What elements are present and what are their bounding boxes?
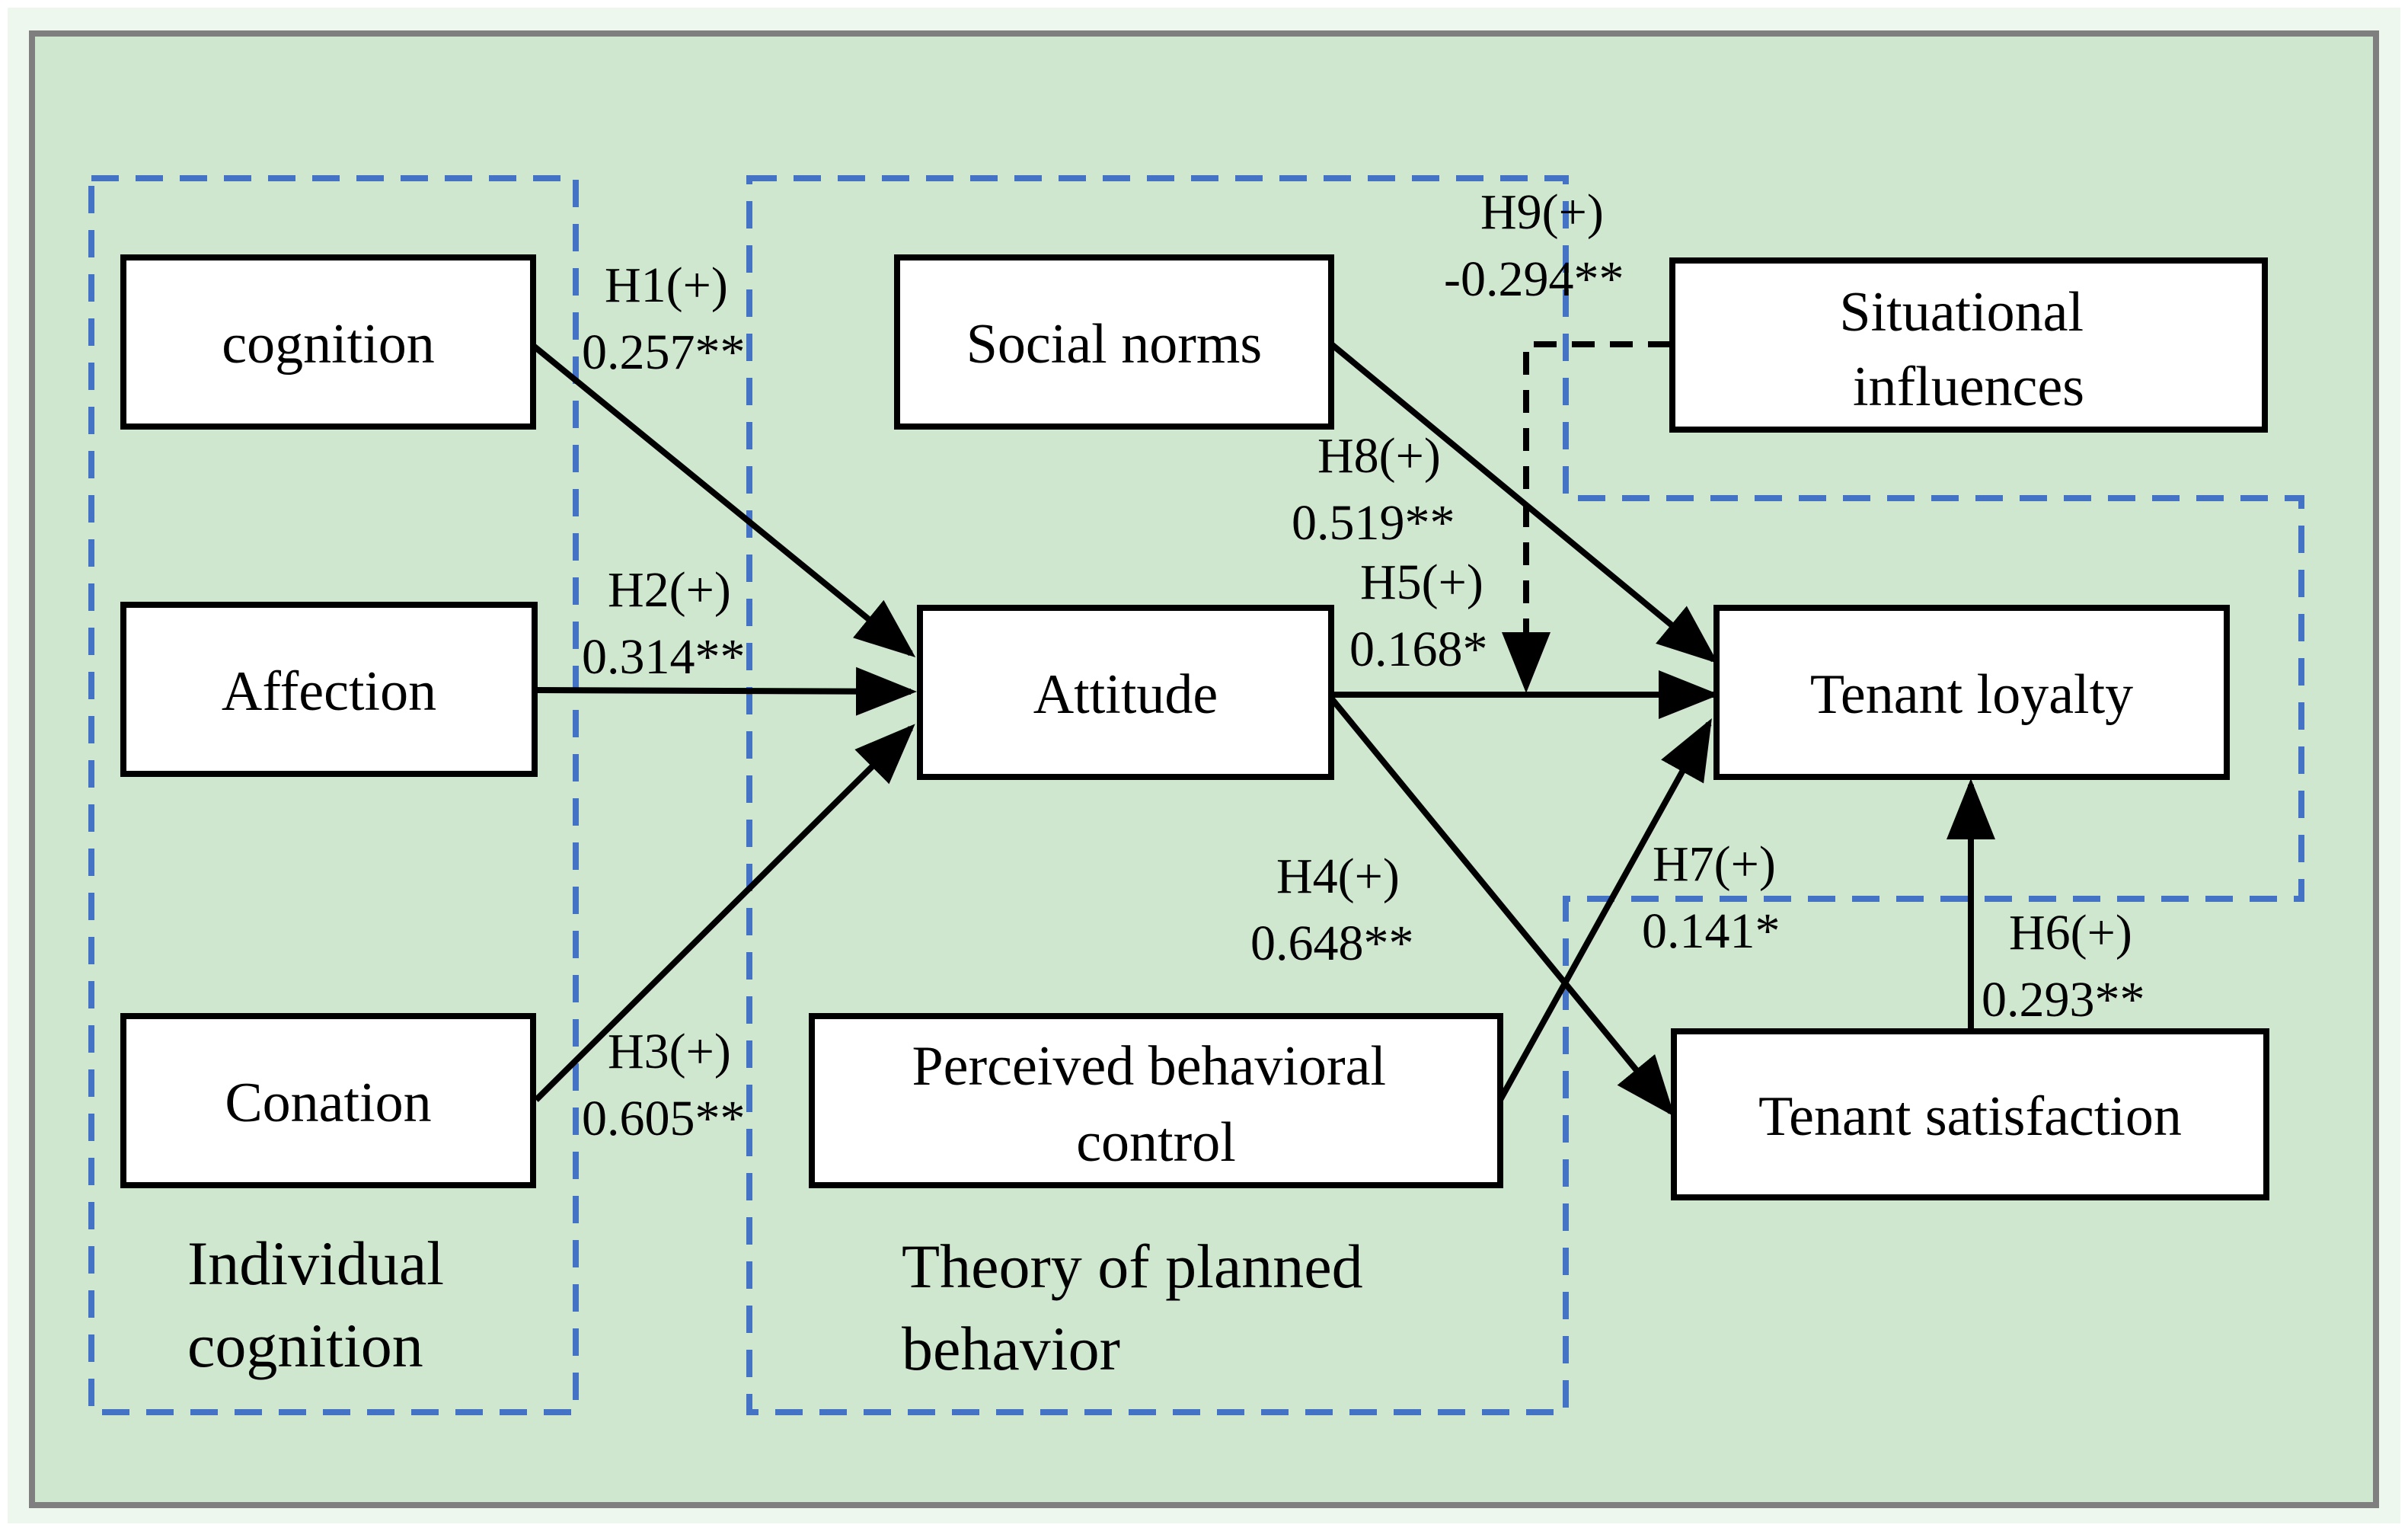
edge-h7-label: H7(+) 0.141*	[1642, 836, 1788, 959]
edge-h2	[535, 666, 917, 716]
edge-h2-label: H2(+) 0.314**	[582, 562, 746, 685]
node-conation-label: Conation	[225, 1072, 431, 1134]
group-theory-of-planned-behavior-label: Theory of planned behavior	[902, 1232, 1378, 1383]
node-situational-influences-label: Situational influences	[1839, 281, 2097, 418]
node-affection: Affection	[120, 602, 538, 777]
group-individual-cognition-border	[88, 175, 579, 1415]
edge-h8	[1327, 340, 1719, 664]
node-tenant-satisfaction-label: Tenant satisfaction	[1758, 1085, 2182, 1148]
node-attitude: Attitude	[917, 605, 1334, 780]
edge-h4	[1327, 694, 1675, 1117]
node-perceived-behavioral-control: Perceived behavioral control	[809, 1013, 1503, 1188]
node-tenant-satisfaction: Tenant satisfaction	[1671, 1028, 2269, 1200]
edge-h5-label: H5(+) 0.168*	[1349, 555, 1496, 677]
node-social-norms: Social norms	[894, 254, 1334, 430]
node-tenant-loyalty-label: Tenant loyalty	[1810, 663, 2133, 726]
edge-h3	[534, 724, 915, 1102]
node-social-norms-label: Social norms	[966, 313, 1262, 376]
edge-h7	[1497, 718, 1712, 1101]
group-individual-cognition-label: Individual cognition	[187, 1229, 460, 1380]
edge-h9-moderation	[1502, 341, 1671, 693]
edge-h3-label: H3(+) 0.605**	[582, 1024, 746, 1146]
edge-h1-label: H1(+) 0.257**	[582, 257, 746, 380]
group-theory-of-planned-behavior-border	[746, 175, 2304, 1415]
edge-h4-label: H4(+) 0.648**	[1250, 849, 1414, 971]
edge-h1	[529, 341, 916, 658]
node-tenant-loyalty: Tenant loyalty	[1713, 605, 2230, 780]
node-affection-label: Affection	[222, 660, 436, 723]
node-cognition-label: cognition	[222, 313, 435, 376]
node-cognition: cognition	[120, 254, 536, 430]
edge-h6-label: H6(+) 0.293**	[1982, 905, 2145, 1028]
node-conation: Conation	[120, 1013, 536, 1188]
edge-h8-label: H8(+) 0.519**	[1292, 428, 1455, 551]
node-perceived-behavioral-control-label: Perceived behavioral control	[912, 1035, 1400, 1174]
node-situational-influences: Situational influences	[1669, 257, 2268, 433]
node-attitude-label: Attitude	[1033, 663, 1218, 726]
edge-h9-label: H9(+) -0.294**	[1444, 184, 1624, 307]
